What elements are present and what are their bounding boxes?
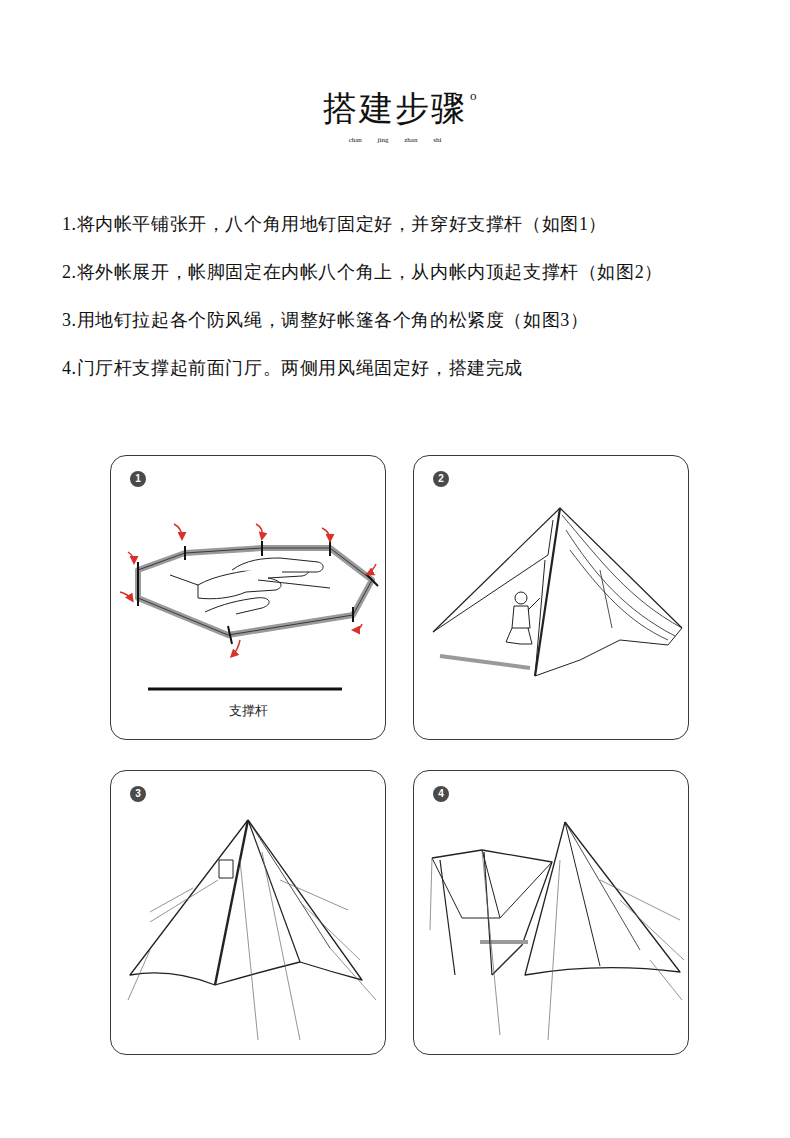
step-panel: 1 支撑杆: [110, 455, 386, 740]
step-text: 2.将外帐展开，帐脚固定在内帐八个角上，从内帐内顶起支撑杆（如图2）: [62, 260, 663, 284]
callout-number: 3: [130, 786, 146, 802]
outer-tent-figure: [433, 508, 682, 676]
inner-tent-figure: [120, 524, 378, 689]
callout-number: 4: [433, 786, 449, 802]
step-panel: 4: [413, 770, 689, 1055]
pinyin-subtitle: chan jing zhan shi: [0, 136, 790, 144]
step-text: 4.门厅杆支撑起前面门厅。两侧用风绳固定好，搭建完成: [62, 356, 523, 380]
callout-number: 1: [130, 471, 146, 487]
step-panel: 2: [413, 455, 689, 740]
step-text: 3.用地钉拉起各个防风绳，调整好帐篷各个角的松紧度（如图3）: [62, 308, 589, 332]
callout-number: 2: [433, 471, 449, 487]
part-label: 支撑杆: [111, 702, 385, 720]
step-panel: 3: [110, 770, 386, 1055]
step-text: 1.将内帐平铺张开，八个角用地钉固定好，并穿好支撑杆（如图1）: [62, 212, 607, 236]
title-mark: o: [470, 88, 477, 104]
pitched-tent-figure: [128, 820, 376, 1040]
page-title: 搭建步骤: [0, 86, 790, 132]
vestibule-tent-figure: [430, 822, 684, 1040]
